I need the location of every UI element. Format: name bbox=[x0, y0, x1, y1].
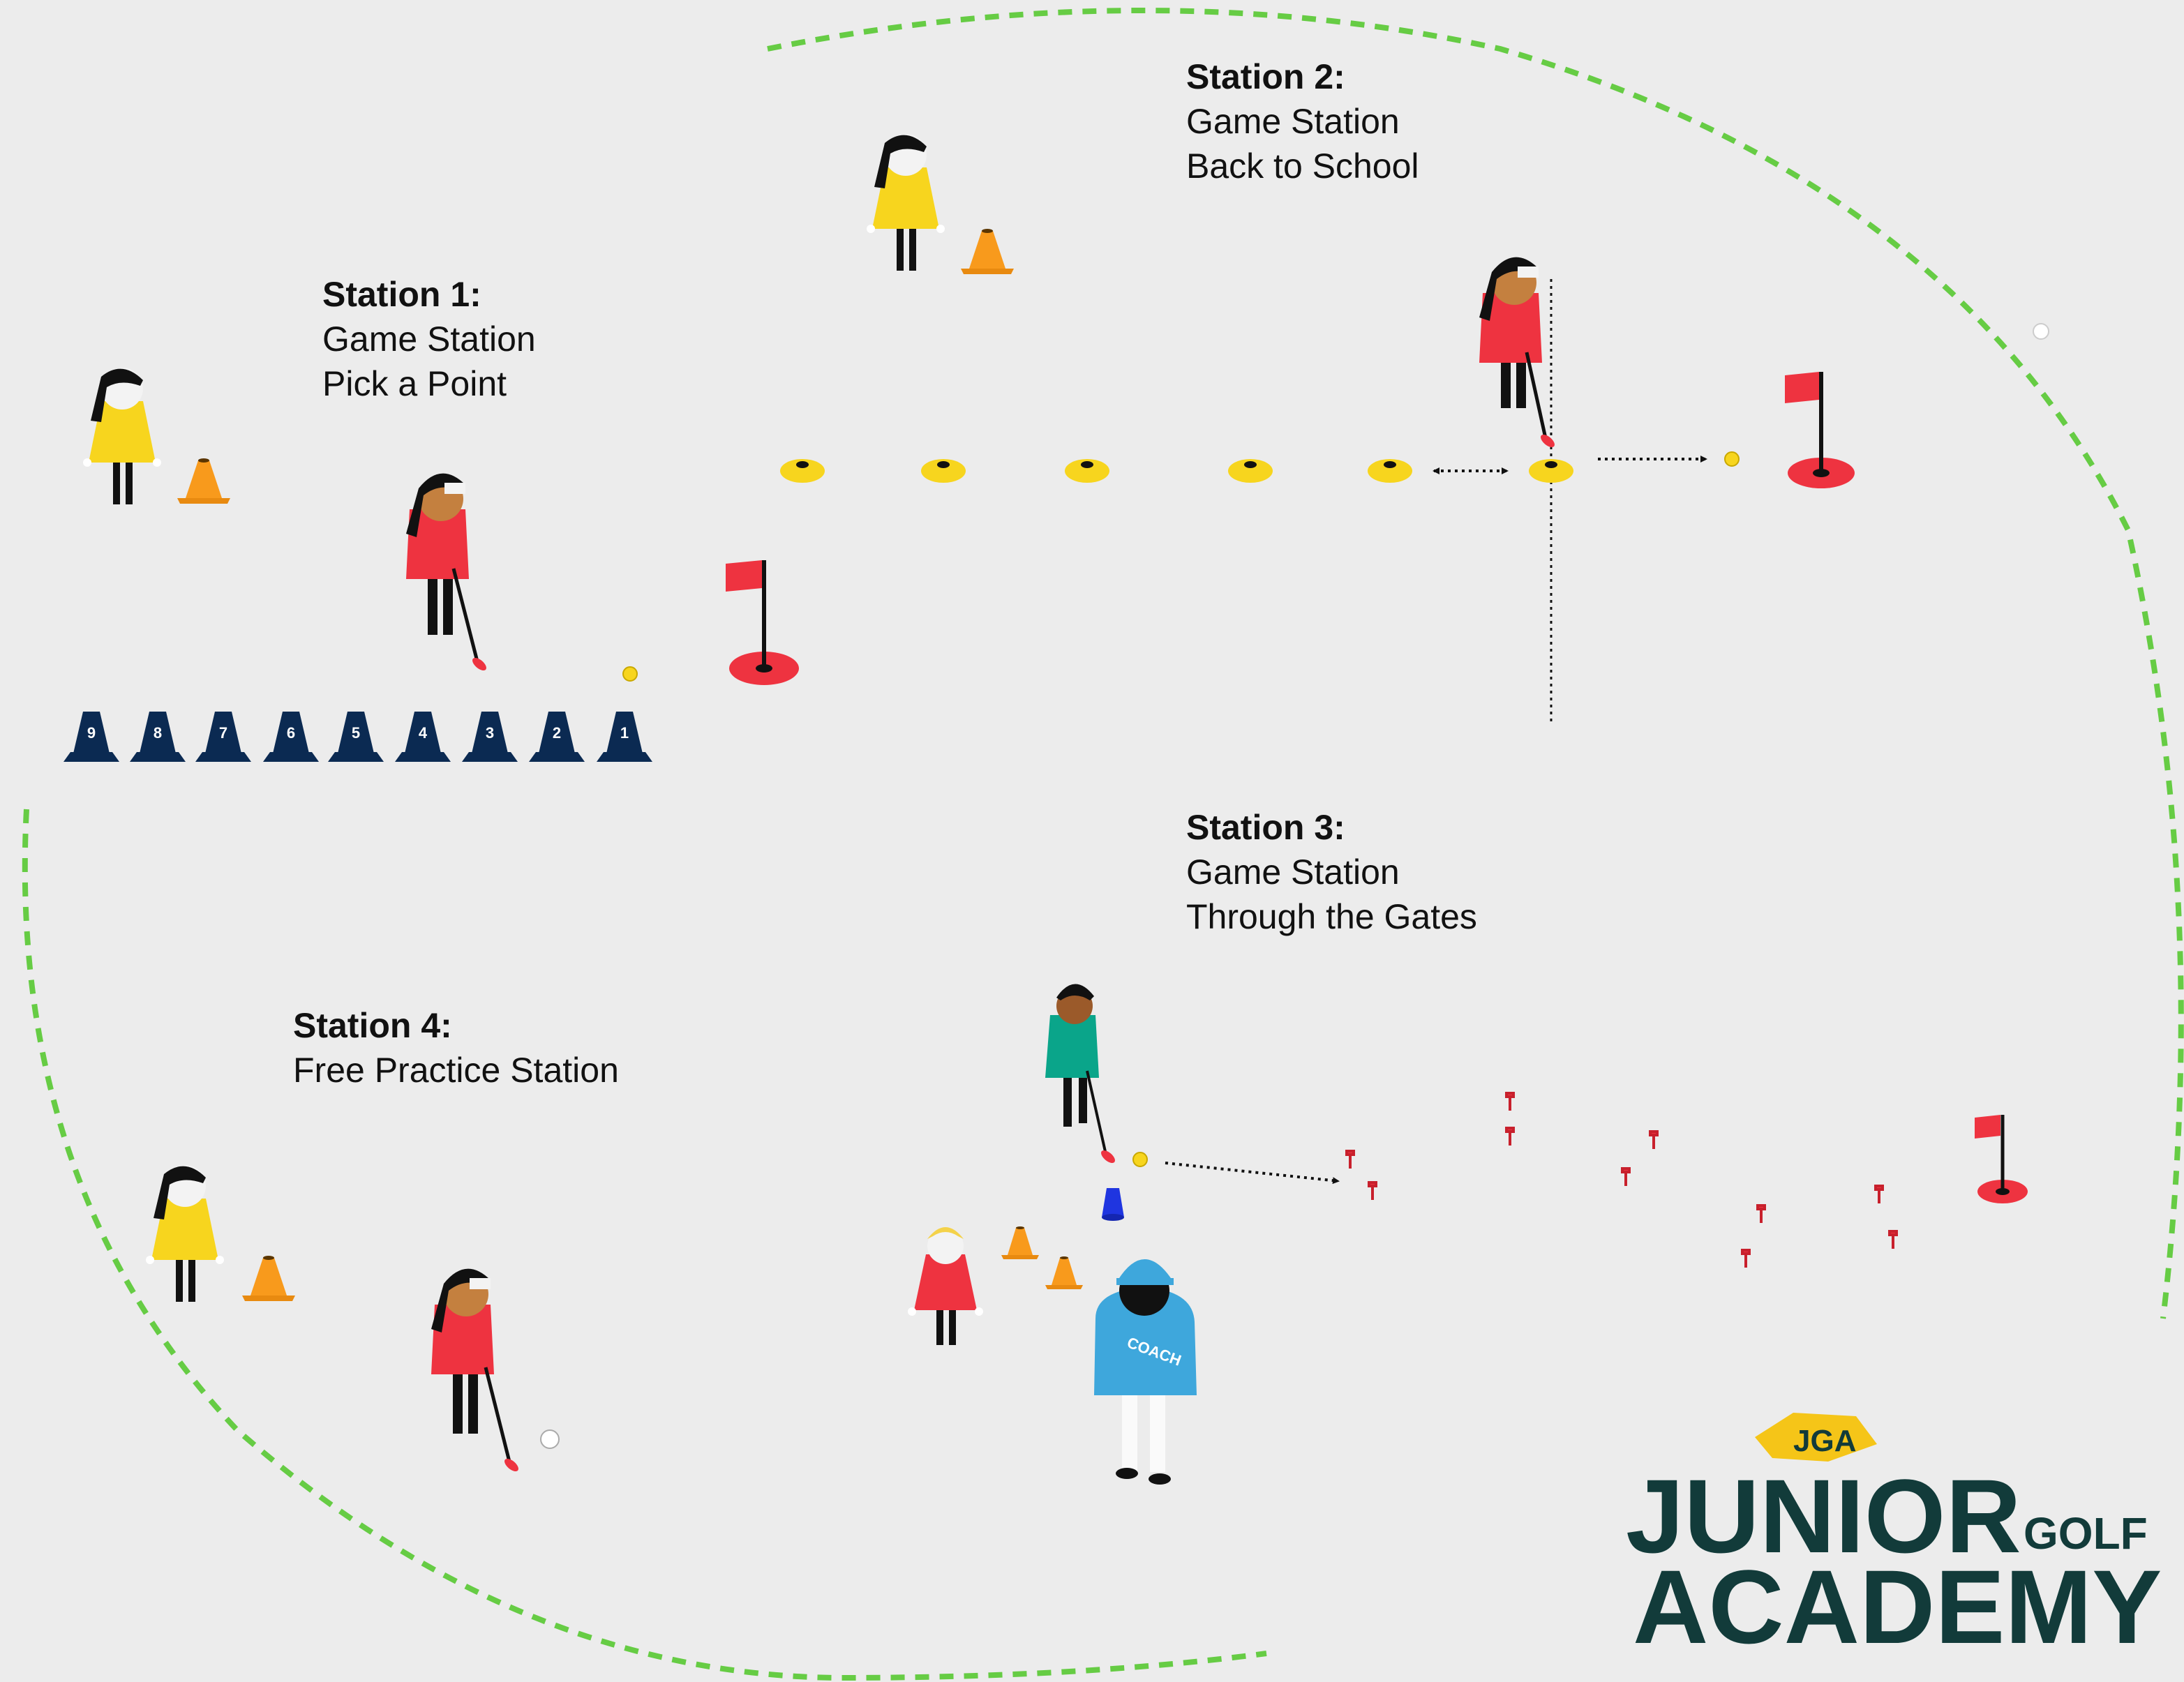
putting-player-station-2 bbox=[1479, 257, 1557, 450]
numbered-cone: 1 bbox=[597, 712, 652, 762]
boundary-arc-upper bbox=[768, 10, 2181, 1319]
ball bbox=[541, 1430, 559, 1448]
cone-number: 4 bbox=[419, 724, 428, 742]
waiting-player-station-2 bbox=[867, 134, 945, 271]
numbered-cone: 7 bbox=[195, 712, 251, 762]
orange-cone bbox=[242, 1256, 295, 1301]
tee bbox=[1742, 1250, 1749, 1268]
logo-academy: ACADEMY bbox=[1633, 1548, 2162, 1665]
disc-cone bbox=[780, 459, 825, 483]
cone-number: 6 bbox=[287, 724, 295, 742]
tee bbox=[1758, 1206, 1765, 1223]
putting-player-station-4 bbox=[431, 1269, 521, 1474]
logo-emblem-text: JGA bbox=[1793, 1424, 1856, 1458]
coach-figure: COACH bbox=[1094, 1259, 1197, 1485]
ball bbox=[1725, 452, 1739, 466]
disc-cone bbox=[921, 459, 966, 483]
cone-number: 9 bbox=[87, 724, 96, 742]
orange-cone bbox=[961, 229, 1014, 274]
waiting-player-station-1 bbox=[83, 368, 161, 504]
cone-number: 8 bbox=[154, 724, 162, 742]
putting-player-station-1 bbox=[406, 474, 488, 673]
numbered-cone: 5 bbox=[328, 712, 384, 762]
hole-flag-station-3 bbox=[1975, 1115, 2028, 1203]
numbered-cone: 4 bbox=[395, 712, 451, 762]
numbered-cone: 6 bbox=[263, 712, 319, 762]
tee bbox=[1650, 1132, 1657, 1149]
cone-number: 7 bbox=[219, 724, 227, 742]
tee bbox=[1622, 1169, 1629, 1186]
cone-number: 3 bbox=[486, 724, 494, 742]
numbered-cone: 2 bbox=[529, 712, 585, 762]
junior-golf-academy-logo: JGA JUNIOR GOLF ACADEMY bbox=[1626, 1413, 2162, 1665]
tee bbox=[1890, 1231, 1897, 1249]
orange-cone bbox=[1001, 1226, 1039, 1259]
disc-cone bbox=[1228, 459, 1273, 483]
ball bbox=[2033, 324, 2049, 339]
waiting-player-station-3 bbox=[908, 1227, 983, 1345]
tee bbox=[1347, 1151, 1354, 1169]
orange-cone bbox=[1045, 1256, 1083, 1289]
orange-cone bbox=[177, 458, 230, 504]
disc-cone bbox=[1529, 459, 1573, 483]
gate-tees bbox=[1347, 1093, 1897, 1268]
blue-cone bbox=[1102, 1188, 1124, 1221]
tee bbox=[1876, 1186, 1883, 1203]
tee bbox=[1369, 1182, 1376, 1200]
hole-flag-station-2 bbox=[1785, 372, 1855, 488]
disc-cone bbox=[1065, 459, 1109, 483]
numbered-cones: 9 8 7 6 5 4 3 2 1 bbox=[63, 712, 652, 762]
yellow-disc-cones bbox=[780, 459, 1573, 483]
ball bbox=[623, 667, 637, 681]
putting-player-station-3 bbox=[1045, 984, 1117, 1165]
tee bbox=[1506, 1128, 1513, 1146]
waiting-player-station-4 bbox=[146, 1165, 224, 1302]
cone-number: 2 bbox=[553, 724, 561, 742]
ball bbox=[1133, 1152, 1147, 1166]
numbered-cone: 8 bbox=[130, 712, 186, 762]
disc-cone bbox=[1368, 459, 1412, 483]
cone-number: 5 bbox=[352, 724, 360, 742]
tee bbox=[1506, 1093, 1513, 1111]
numbered-cone: 3 bbox=[462, 712, 518, 762]
orange-cones bbox=[177, 229, 1083, 1301]
numbered-cone: 9 bbox=[63, 712, 119, 762]
hole-flag-station-1 bbox=[726, 560, 799, 685]
shot-arrow-station-3 bbox=[1165, 1163, 1338, 1181]
cone-number: 1 bbox=[620, 724, 629, 742]
arrows bbox=[1165, 459, 1706, 1181]
